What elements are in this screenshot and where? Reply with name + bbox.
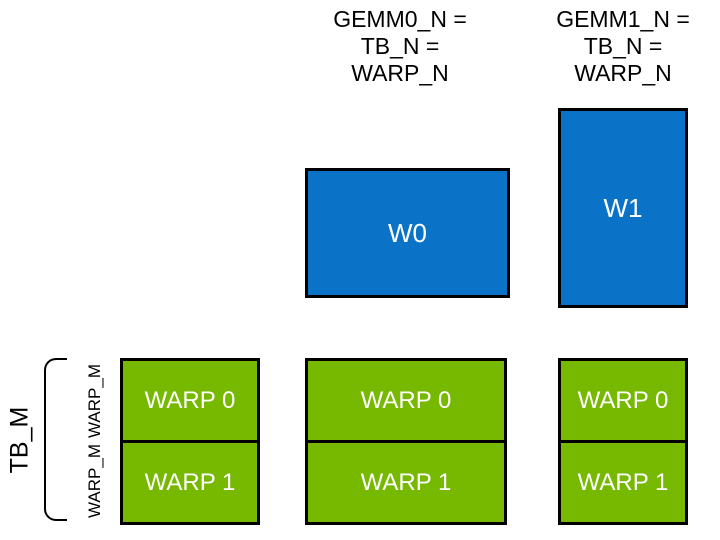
gemm0-dimension-label: GEMM0_N = TB_N = WARP_N — [295, 6, 505, 87]
green-warp-column-2: WARP 0 WARP 1 — [558, 358, 688, 525]
warp1-cell: WARP 1 — [561, 440, 685, 522]
gemm0-label-line3: WARP_N — [351, 60, 449, 86]
warp0-cell-label: WARP 0 — [360, 386, 452, 414]
w0-box: W0 — [305, 168, 510, 298]
w0-box-label: W0 — [388, 217, 427, 248]
warp1-cell: WARP 1 — [308, 440, 504, 522]
warp1-cell: WARP 1 — [123, 440, 257, 522]
warp-m-label-bottom: WARP_M — [85, 444, 104, 518]
w1-box-label: W1 — [603, 192, 643, 223]
gemm0-label-line2: TB_N = — [360, 33, 440, 59]
warp0-cell-label: WARP 0 — [577, 386, 669, 414]
tb-m-label: TB_M — [5, 406, 34, 474]
tb-m-bracket — [44, 358, 67, 521]
green-warp-column-1: WARP 0 WARP 1 — [305, 358, 507, 525]
warp-m-label-top: WARP_M — [85, 364, 104, 438]
warp1-cell-label: WARP 1 — [360, 468, 452, 496]
warp1-cell-label: WARP 1 — [144, 468, 236, 496]
gemm1-label-line1: GEMM1_N = — [556, 6, 690, 32]
green-warp-column-0: WARP 0 WARP 1 — [120, 358, 260, 525]
gemm1-dimension-label: GEMM1_N = TB_N = WARP_N — [518, 6, 720, 87]
warp1-cell-label: WARP 1 — [577, 468, 669, 496]
w1-box: W1 — [558, 108, 688, 308]
gemm1-label-line3: WARP_N — [574, 60, 672, 86]
gemm0-label-line1: GEMM0_N = — [333, 6, 467, 32]
warp0-cell: WARP 0 — [308, 361, 504, 440]
gemm1-label-line2: TB_N = — [583, 33, 663, 59]
warp0-cell-label: WARP 0 — [144, 386, 236, 414]
warp0-cell: WARP 0 — [123, 361, 257, 440]
warp0-cell: WARP 0 — [561, 361, 685, 440]
